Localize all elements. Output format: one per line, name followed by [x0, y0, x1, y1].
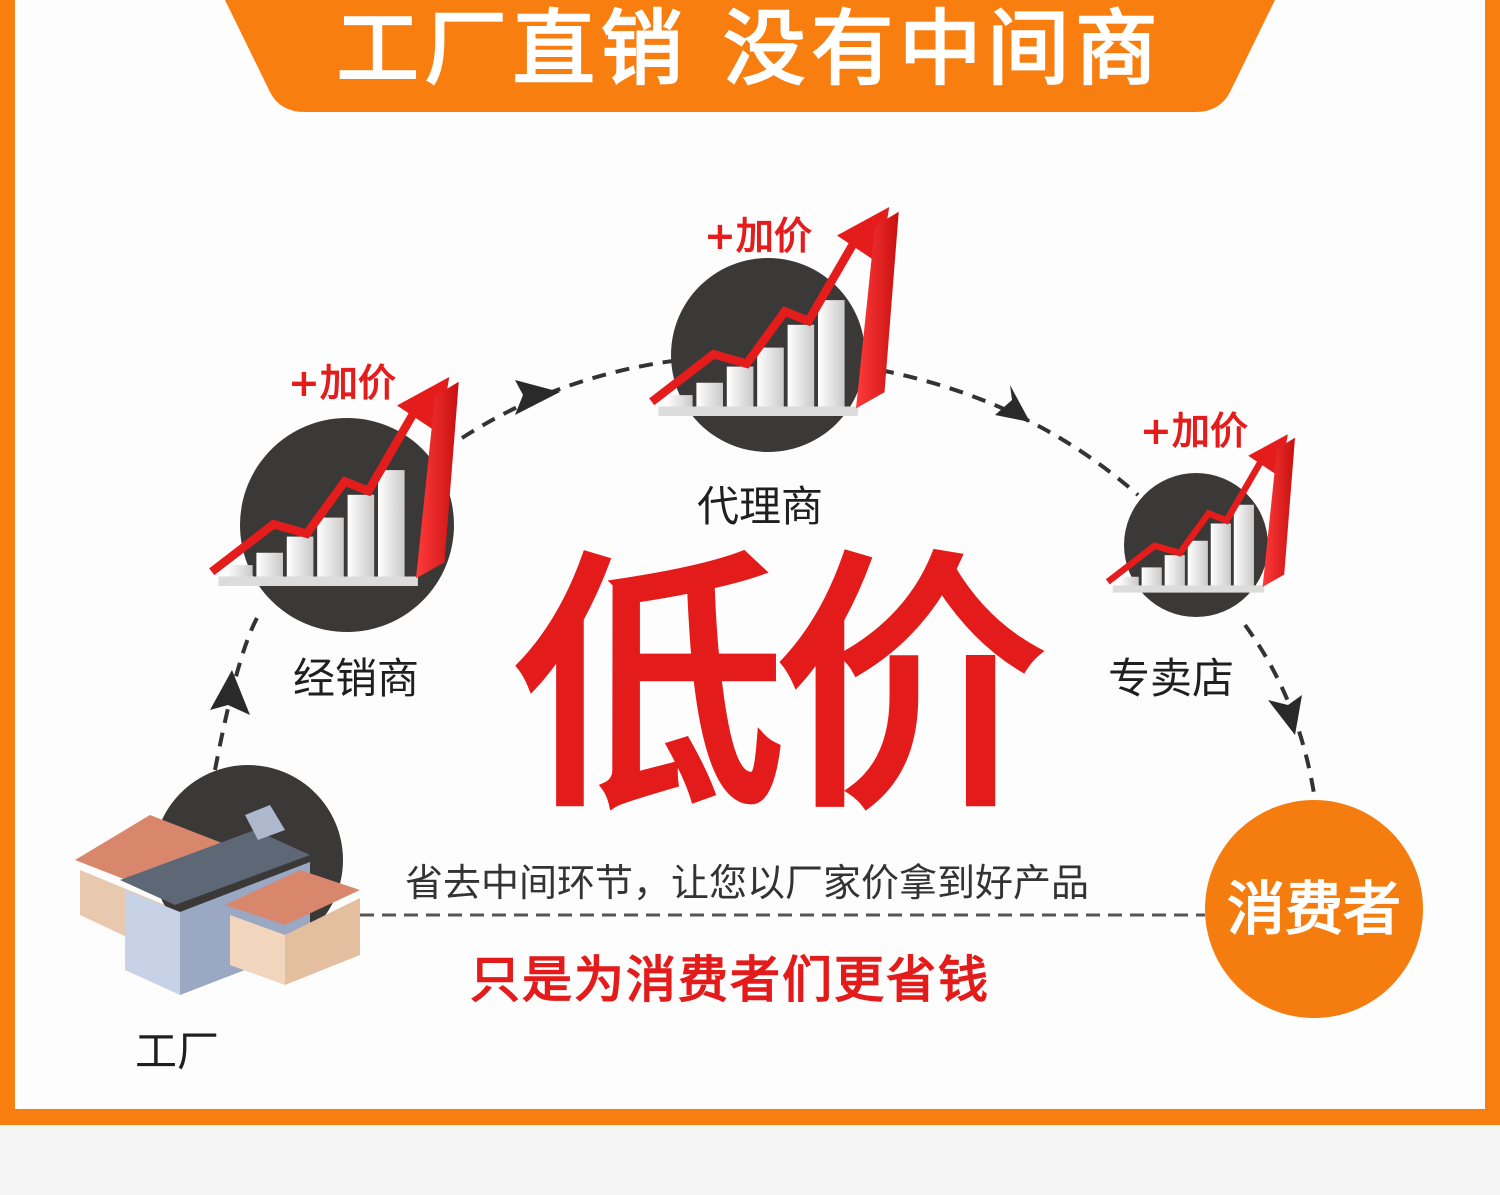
store-label: 专卖店 [1108, 654, 1235, 703]
savings-subtext: 省去中间环节，让您以厂家价拿到好产品 [405, 861, 1090, 905]
low-price-headline: 低价 [515, 530, 1045, 845]
dealer-label: 经销商 [293, 654, 420, 703]
factory-icon [75, 805, 360, 995]
savings-slogan: 只是为消费者们更省钱 [470, 951, 990, 1009]
consumer-circle [1205, 800, 1423, 1018]
banner-title: 工厂直销 没有中间商 [336, 2, 1164, 97]
dealer-markup-label: +加价 [288, 361, 396, 405]
banner-background [225, 0, 1275, 112]
store-markup-label: +加价 [1140, 409, 1248, 453]
agent-label: 代理商 [697, 482, 824, 531]
consumer-label: 消费者 [1226, 875, 1401, 943]
agent-markup-label: +加价 [704, 214, 812, 258]
flow-diagram [75, 0, 1423, 1018]
factory-label: 工厂 [135, 1027, 220, 1076]
